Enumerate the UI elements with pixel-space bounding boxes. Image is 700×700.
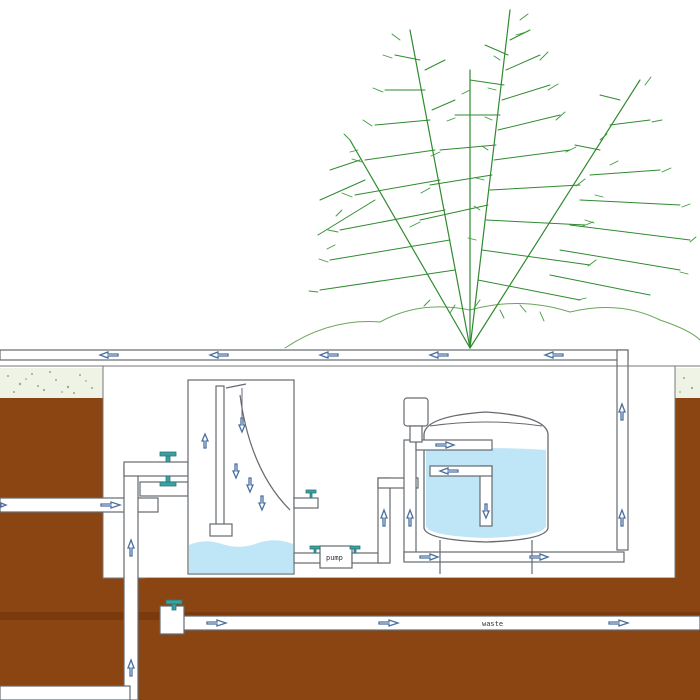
gravel-strip <box>0 368 700 398</box>
flow-arrow-icons <box>0 351 631 677</box>
valve-handle-icon <box>159 451 361 611</box>
inlet-pipe <box>0 497 159 513</box>
pump-label: pump <box>326 554 343 562</box>
waste-pipe <box>145 578 700 635</box>
riser-pipe <box>0 461 189 700</box>
surface-return-pipe <box>0 349 629 551</box>
pump: pump <box>293 545 383 569</box>
tree <box>284 9 700 349</box>
balance-tank <box>187 379 295 575</box>
tank-outlet <box>293 497 319 509</box>
waste-label: waste <box>482 620 503 628</box>
